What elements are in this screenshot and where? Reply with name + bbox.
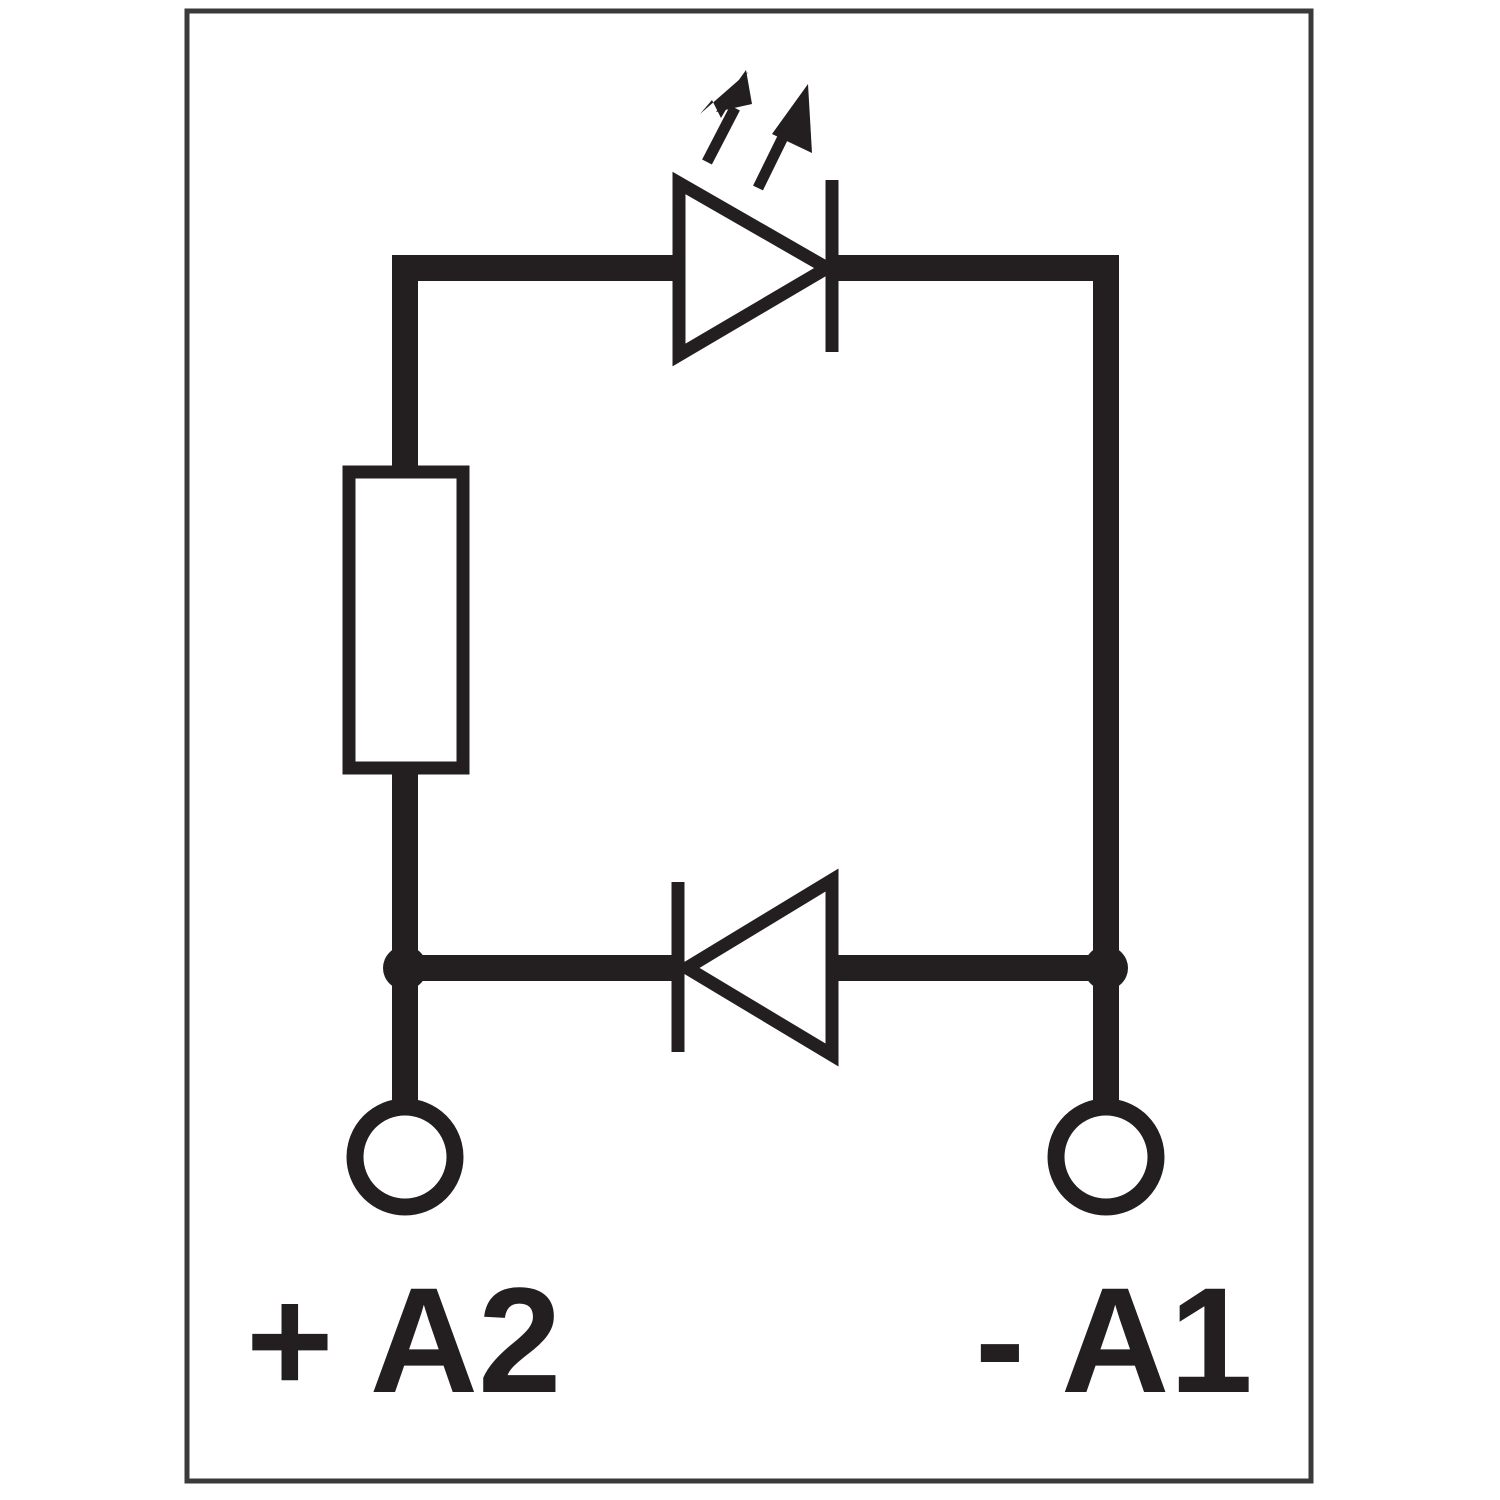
wire-top-right [830,255,1119,968]
terminal-label-a1: - A1 [975,1256,1253,1424]
resistor-symbol [342,465,470,775]
wires [392,255,1119,1105]
terminal-a2 [346,1098,464,1216]
terminal-a1 [1047,1098,1165,1216]
led-triangle [672,171,840,367]
diagram-frame [184,8,1314,1484]
junction-dot-right [1084,946,1128,990]
junction-dot-left [383,946,427,990]
led-emission-arrows [700,70,812,191]
diode-triangle [674,868,839,1067]
led-symbol [672,70,840,367]
diode-symbol [671,868,839,1067]
terminal-label-a2: + A2 [246,1256,561,1424]
wire-top-left [392,255,675,466]
